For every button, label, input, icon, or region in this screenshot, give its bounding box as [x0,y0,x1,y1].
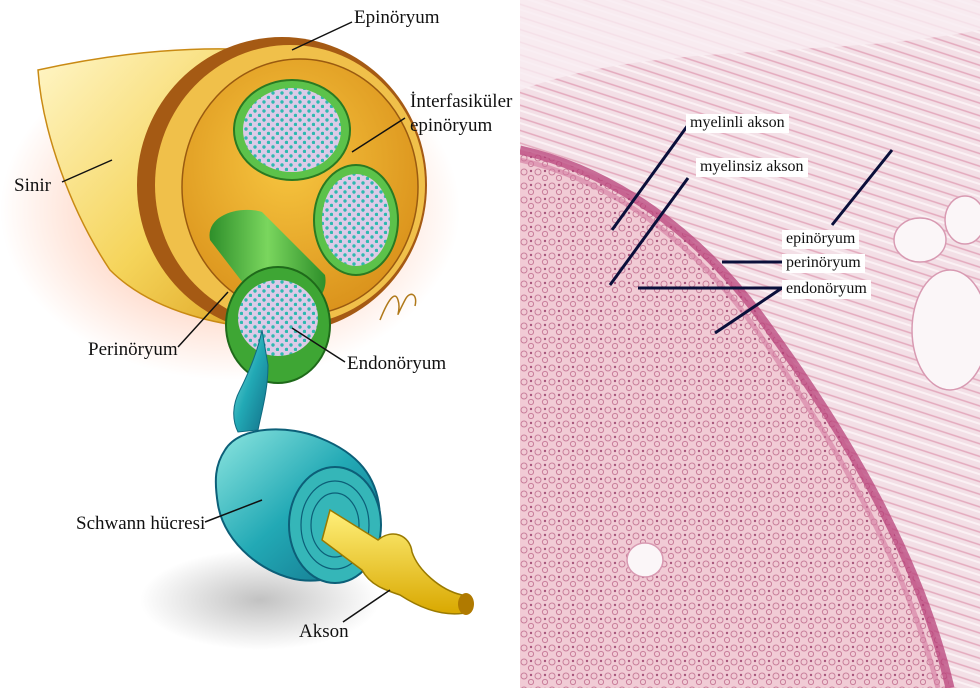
label-myelinli-akson: myelinli akson [686,114,789,133]
fascicle-end-endoneurium [238,280,318,356]
vacuole [627,543,663,577]
label-epinoryum: epinöryum [782,230,859,249]
label-endonoryum: Endonöryum [347,354,446,373]
fascicle-1-axons [243,88,341,172]
axon-end [458,593,474,615]
label-perinoryum: perinöryum [782,254,865,273]
label-interfasikuler-2: epinöryum [410,116,492,135]
micrograph-image [520,0,980,688]
label-akson: Akson [299,622,349,641]
label-sinir: Sinir [14,176,51,195]
label-endonoryum: endonöryum [782,280,871,299]
label-perinoryum: Perinöryum [88,340,178,359]
adipocyte-2 [894,218,946,262]
label-epinoryum: Epinöryum [354,8,440,27]
fascicle-2-axons [322,174,390,266]
label-myelinsiz-akson: myelinsiz akson [696,158,808,177]
adipocyte-1 [912,270,980,390]
label-schwann: Schwann hücresi [76,514,205,533]
label-interfasikuler-1: İnterfasiküler [410,92,512,111]
nerve-anatomy-diagram: Epinöryum İnterfasiküler epinöryum Sinir… [0,0,520,688]
histology-micrograph: myelinli akson myelinsiz akson epinöryum… [520,0,980,688]
adipocyte-3 [945,196,980,244]
